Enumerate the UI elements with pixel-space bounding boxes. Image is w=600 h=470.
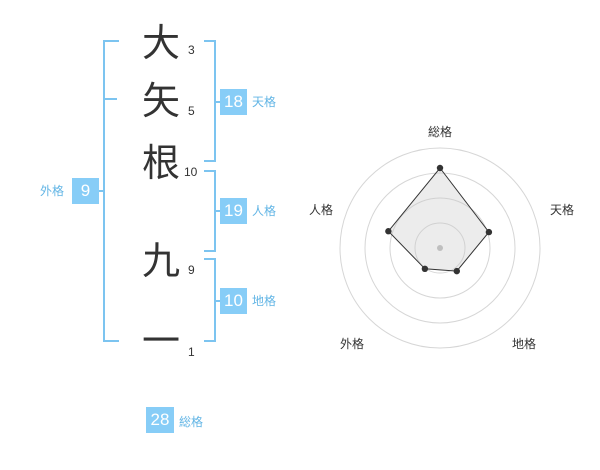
chikaku-label: 地格 (252, 294, 277, 308)
radar-center (437, 245, 443, 251)
name-char-4: 九 (141, 239, 180, 283)
radar-point-4 (385, 228, 392, 235)
stroke-count-1: 3 (188, 43, 195, 57)
soukaku-score: 28 (146, 407, 174, 433)
gaikaku-connector (98, 190, 105, 192)
radar-series-polygon (387, 167, 490, 272)
gaikaku-score: 9 (72, 178, 99, 204)
radar-axis-label-gaikaku: 外格 (340, 337, 365, 351)
radar-point-0 (436, 164, 444, 172)
tenkaku-label: 天格 (252, 95, 277, 109)
stroke-count-5: 1 (188, 345, 195, 359)
soukaku-label: 総格 (179, 415, 204, 429)
radar-point-3 (421, 265, 429, 273)
radar-ring (414, 222, 466, 274)
chikaku-score: 10 (220, 288, 247, 314)
name-char-1: 大 (141, 21, 180, 65)
name-char-3: 根 (141, 141, 180, 185)
radar-ring (364, 172, 516, 324)
name-char-2: 矢 (141, 79, 180, 123)
gaikaku-label: 外格 (40, 184, 65, 198)
gaikaku-bracket-tick (103, 98, 117, 100)
radar-axis-label-chikaku: 地格 (512, 337, 537, 351)
tenkaku-score: 18 (220, 89, 247, 115)
radar-axis-label-tenkaku: 天格 (550, 203, 575, 217)
stroke-count-3: 10 (184, 165, 198, 179)
jinkaku-score: 19 (220, 198, 247, 224)
stroke-count-2: 5 (188, 104, 195, 118)
name-char-5: 一 (141, 319, 180, 363)
radar-ring (339, 147, 541, 349)
radar-axis-label-soukaku: 総格 (428, 125, 453, 139)
radar-point-1 (485, 228, 493, 236)
jinkaku-label: 人格 (252, 204, 277, 218)
radar-point-2 (453, 267, 460, 275)
jinkaku-connector (214, 210, 220, 212)
tenkaku-connector (214, 101, 220, 103)
radar-axis-label-jinkaku: 人格 (309, 203, 334, 217)
radar-ring (389, 197, 491, 299)
stroke-count-4: 9 (188, 263, 195, 277)
chikaku-connector (214, 300, 220, 302)
